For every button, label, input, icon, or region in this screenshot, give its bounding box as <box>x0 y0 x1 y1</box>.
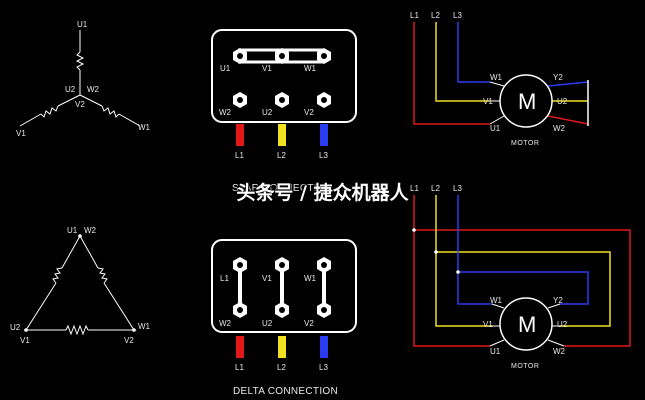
star-motor-left-2: V1 <box>483 97 493 106</box>
delta-u1-label: U1 <box>67 226 78 235</box>
terminal-nut-icon <box>233 302 247 318</box>
l2-cable <box>278 124 286 146</box>
delta-terminal-box <box>211 239 357 358</box>
delta-right-node <box>132 328 136 332</box>
terminal-nut-icon <box>275 302 289 318</box>
delta-motor-l1: L1 <box>410 184 419 193</box>
delta-caption: DELTA CONNECTION <box>233 386 338 397</box>
terminal-nut-icon <box>233 92 247 108</box>
star-line-l2: L2 <box>277 151 286 160</box>
delta-v1-label: V1 <box>20 336 30 345</box>
delta-schematic <box>25 235 135 336</box>
star-motor-right-3: W2 <box>553 124 566 133</box>
star-motor-l3: L3 <box>453 11 462 20</box>
star-schematic <box>19 30 141 127</box>
terminal-nut-icon <box>233 257 247 273</box>
star-terminal-box <box>211 29 357 146</box>
delta-term-top-2: V1 <box>262 274 272 283</box>
star-v2-label: V2 <box>75 100 85 109</box>
delta-v2-label: V2 <box>124 336 134 345</box>
terminal-nut-icon <box>317 257 331 273</box>
junction-dot <box>434 250 438 254</box>
delta-left-node <box>24 328 28 332</box>
delta-w2-label: W2 <box>84 226 97 235</box>
delta-motor-wiring <box>413 195 631 351</box>
terminal-nut-icon <box>275 257 289 273</box>
star-term-bot-1: W2 <box>219 108 232 117</box>
junction-dot <box>412 228 416 232</box>
delta-motor-symbol: M <box>518 312 536 337</box>
l2-cable <box>278 336 286 358</box>
delta-motor-right-3: W2 <box>553 347 566 356</box>
delta-term-bot-3: V2 <box>304 319 314 328</box>
delta-top-node <box>78 234 82 238</box>
delta-term-top-1: L1 <box>220 274 229 283</box>
delta-motor-l3: L3 <box>453 184 462 193</box>
star-w2-label: W2 <box>87 85 100 94</box>
delta-line-l2: L2 <box>277 363 286 372</box>
delta-motor-l2: L2 <box>431 184 440 193</box>
star-motor-right-1: Y2 <box>553 73 563 82</box>
star-term-top-3: W1 <box>304 64 317 73</box>
star-line-l3: L3 <box>319 151 328 160</box>
terminal-nut-icon <box>317 92 331 108</box>
delta-motor-right-1: Y2 <box>553 296 563 305</box>
l1-cable <box>236 124 244 146</box>
star-w1-label: W1 <box>138 123 151 132</box>
l1-cable <box>236 336 244 358</box>
star-term-top-1: U1 <box>220 64 231 73</box>
delta-term-bot-1: W2 <box>219 319 232 328</box>
star-motor-symbol: M <box>518 89 536 114</box>
star-term-bot-3: V2 <box>304 108 314 117</box>
star-motor-left-1: W1 <box>490 73 503 82</box>
star-u1-label: U1 <box>77 20 88 29</box>
terminal-nut-icon <box>317 302 331 318</box>
star-caption: STAR CONNECTION <box>232 183 332 194</box>
delta-motor-left-3: U1 <box>490 347 501 356</box>
delta-motor-left-1: W1 <box>490 296 503 305</box>
star-motor-l2: L2 <box>431 11 440 20</box>
junction-dot <box>456 270 460 274</box>
l3-cable <box>320 124 328 146</box>
delta-line-l3: L3 <box>319 363 328 372</box>
star-v1-label: V1 <box>16 129 26 138</box>
watermark-text: 头条号 / 捷众机器人 <box>236 182 409 204</box>
star-term-top-2: V1 <box>262 64 272 73</box>
delta-motor-right-2: U2 <box>557 320 568 329</box>
delta-term-bot-2: U2 <box>262 319 273 328</box>
delta-motor-label: MOTOR <box>511 363 539 370</box>
star-u2-label: U2 <box>65 85 76 94</box>
star-term-bot-2: U2 <box>262 108 273 117</box>
delta-line-l1: L1 <box>235 363 244 372</box>
star-motor-wiring <box>413 22 589 128</box>
terminal-nut-icon <box>275 92 289 108</box>
delta-motor-left-2: V1 <box>483 320 493 329</box>
delta-u2-label: U2 <box>10 323 21 332</box>
star-motor-l1: L1 <box>410 11 419 20</box>
delta-w1-label: W1 <box>138 322 151 331</box>
star-motor-label: MOTOR <box>511 140 539 147</box>
star-motor-right-2: U2 <box>557 97 568 106</box>
delta-term-top-3: W1 <box>304 274 317 283</box>
star-motor-left-3: U1 <box>490 124 501 133</box>
star-line-l1: L1 <box>235 151 244 160</box>
l3-cable <box>320 336 328 358</box>
